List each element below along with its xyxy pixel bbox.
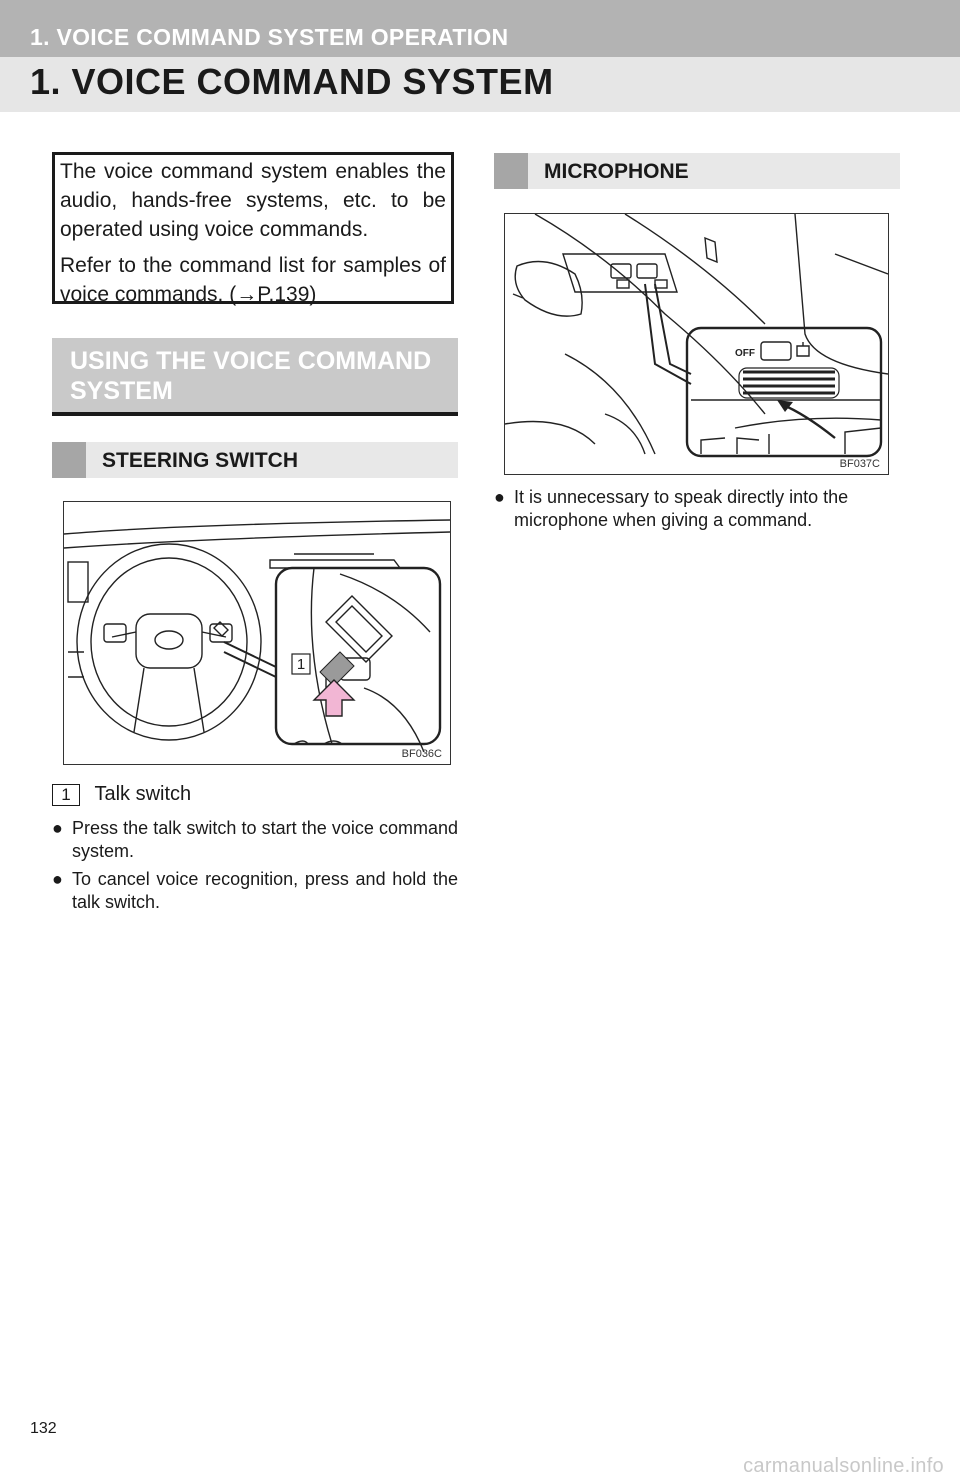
bullet-text: Press the talk switch to start the voice… bbox=[72, 818, 458, 861]
callout-label: Talk switch bbox=[94, 783, 192, 805]
section-title: 1. VOICE COMMAND SYSTEM OPERATION bbox=[30, 24, 509, 50]
list-item: ● Press the talk switch to start the voic… bbox=[52, 817, 458, 863]
off-switch-label: OFF bbox=[735, 348, 755, 359]
bullet-icon: ● bbox=[52, 869, 63, 889]
svg-text:1: 1 bbox=[297, 656, 305, 673]
steering-switch-figure: 1 BF036C bbox=[63, 501, 451, 765]
steering-switch-heading: STEERING SWITCH bbox=[52, 442, 458, 478]
list-item: ● To cancel voice recognition, press and … bbox=[52, 868, 458, 914]
steering-switch-heading-label: STEERING SWITCH bbox=[102, 449, 299, 472]
bullet-icon: ● bbox=[52, 818, 63, 838]
heading-marker bbox=[52, 442, 86, 478]
microphone-illustration: OFF bbox=[505, 214, 888, 458]
bullet-icon: ● bbox=[494, 487, 505, 507]
microphone-bullet-list: ● It is unnecessary to speak directly int… bbox=[494, 486, 900, 537]
page-title: 1. VOICE COMMAND SYSTEM bbox=[30, 61, 554, 102]
callout-number-box: 1 bbox=[52, 783, 80, 806]
using-voice-command-heading: USING THE VOICE COMMAND SYSTEM bbox=[52, 338, 458, 416]
microphone-heading: MICROPHONE bbox=[494, 153, 900, 189]
site-watermark: carmanualsonline.info bbox=[743, 1455, 944, 1477]
intro-box: The voice command system enables the aud… bbox=[52, 152, 454, 306]
steering-bullet-list: ● Press the talk switch to start the voic… bbox=[52, 817, 458, 919]
intro-paragraph-1: The voice command system enables the aud… bbox=[60, 160, 446, 241]
list-item: ● It is unnecessary to speak directly int… bbox=[494, 486, 900, 532]
bullet-text: To cancel voice recognition, press and h… bbox=[72, 869, 458, 912]
talk-switch-legend: 1 Talk switch bbox=[52, 783, 191, 809]
page-number: 132 bbox=[30, 1420, 57, 1437]
bullet-text: It is unnecessary to speak directly into… bbox=[514, 487, 849, 530]
microphone-heading-label: MICROPHONE bbox=[544, 160, 689, 183]
steering-switch-illustration: 1 bbox=[64, 519, 450, 753]
heading-marker bbox=[494, 153, 528, 189]
using-heading-label: USING THE VOICE COMMAND SYSTEM bbox=[70, 347, 432, 405]
header-top-bar bbox=[0, 0, 960, 57]
intro-paragraph-2: Refer to the command list for samples of… bbox=[60, 254, 446, 306]
steering-figure-code: BF036C bbox=[401, 748, 442, 760]
microphone-figure: OFF BF037C bbox=[504, 213, 889, 475]
microphone-figure-code: BF037C bbox=[839, 458, 880, 470]
